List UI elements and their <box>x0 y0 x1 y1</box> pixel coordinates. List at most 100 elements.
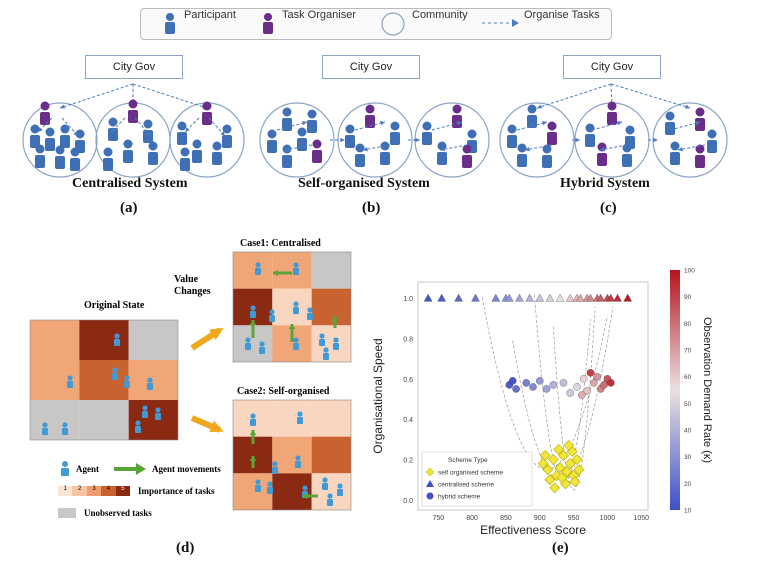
task-cell <box>311 325 351 362</box>
panel-label-d: (d) <box>176 540 195 556</box>
agent-icon <box>155 407 161 420</box>
colorbar-tick-label: 50 <box>684 401 692 408</box>
task-cell <box>30 400 80 440</box>
self-organised-point <box>556 472 568 484</box>
legend-entry: self organised scheme <box>438 470 503 477</box>
participant-icon <box>180 147 190 171</box>
agent-movements-label: Agent movements <box>152 464 221 474</box>
participant-icon <box>212 141 222 165</box>
participant-icon <box>45 127 55 151</box>
centralised-point <box>471 293 480 302</box>
y-tick-label: 0.0 <box>403 498 413 505</box>
agent-icon <box>293 301 299 314</box>
agent-icon <box>255 479 261 492</box>
centralised-point <box>606 293 616 302</box>
unobserved-label: Unobserved tasks <box>84 508 152 518</box>
agent-icon <box>147 377 153 390</box>
x-tick-label: 1050 <box>633 515 649 522</box>
participant-icon <box>355 143 365 167</box>
participant-icon <box>165 13 175 34</box>
self-organised-point <box>549 482 561 494</box>
task-organiser-icon <box>202 101 212 125</box>
centralised-point <box>423 293 433 302</box>
agent-icon <box>250 413 256 426</box>
agent-movement-arrow <box>273 269 292 277</box>
self-organised-point <box>553 444 565 455</box>
agent-movement-arrow <box>249 456 257 468</box>
task-cell <box>311 436 351 474</box>
agent-movement-arrow <box>249 320 257 338</box>
colorbar-tick-label: 30 <box>684 454 692 461</box>
participant-icon <box>123 139 133 163</box>
task-organiser-icon <box>607 101 617 125</box>
participant-icon <box>422 121 432 145</box>
task-cell <box>128 400 178 440</box>
agent-icon <box>322 477 328 490</box>
participant-icon <box>222 124 232 148</box>
case2-label: Case2: Self-organised <box>237 386 330 397</box>
city-gov-box-b: City Gov <box>322 55 420 79</box>
task-cell <box>128 320 178 360</box>
participant-icon <box>390 121 400 145</box>
centralised-point <box>454 293 463 302</box>
agent-icon <box>124 375 130 388</box>
x-tick-label: 750 <box>432 515 444 522</box>
centralised-point <box>586 293 595 302</box>
agent-icon <box>293 337 299 350</box>
centralised-point <box>437 293 446 302</box>
agent-icon <box>319 333 325 346</box>
task-cell <box>272 252 312 289</box>
colorbar-tick-label: 70 <box>684 348 692 355</box>
participant-icon <box>345 124 355 148</box>
participant-icon <box>192 139 202 163</box>
agent-icon <box>269 309 275 322</box>
centralised-point <box>515 293 524 302</box>
colorbar-tick-label: 90 <box>684 294 692 301</box>
agent-icon <box>245 337 251 350</box>
importance-scale: 1 2 3 4 5 <box>58 486 131 496</box>
task-cell <box>233 473 273 510</box>
agent-icon <box>62 422 68 435</box>
task-cell <box>311 252 351 289</box>
participant-icon <box>60 124 70 148</box>
legend-community: Community <box>412 9 468 21</box>
task-cell <box>79 360 129 400</box>
y-tick-label: 0.6 <box>403 377 413 384</box>
agent-icon <box>297 411 303 424</box>
hybrid-point <box>508 377 517 385</box>
city-gov-box-c: City Gov <box>563 55 661 79</box>
case2-grid <box>232 399 352 511</box>
x-tick-label: 950 <box>568 515 580 522</box>
x-axis-label: Effectiveness Score <box>480 523 586 535</box>
x-tick-label: 1000 <box>600 515 616 522</box>
participant-icon <box>70 147 80 171</box>
scale-2: 2 <box>72 486 87 496</box>
agent-icon <box>250 305 256 318</box>
agent-icon <box>135 420 141 433</box>
agent-icon <box>307 307 313 320</box>
participant-icon <box>143 119 153 143</box>
colorbar-tick-label: 10 <box>684 508 692 515</box>
panel-label-e: (e) <box>552 540 569 556</box>
participant-icon <box>437 141 447 165</box>
task-organiser-icon <box>462 144 472 168</box>
task-organiser-icon <box>312 139 322 163</box>
agent-icon <box>142 405 148 418</box>
participant-icon <box>177 121 187 145</box>
task-organiser-icon <box>40 101 50 125</box>
y-tick-label: 0.4 <box>403 417 413 424</box>
task-cell <box>30 360 80 400</box>
hybrid-point <box>583 387 591 395</box>
trend-curve <box>552 306 596 491</box>
colorbar <box>670 270 680 510</box>
legend-task-organiser: Task Organiser <box>282 9 356 21</box>
hybrid-point <box>529 383 537 391</box>
hybrid-system-title: Hybrid System <box>560 176 650 191</box>
agent-icon <box>327 493 333 506</box>
participant-icon <box>148 141 158 165</box>
centralised-point <box>525 293 534 302</box>
task-cell <box>311 288 351 326</box>
task-cell <box>79 400 129 440</box>
participant-icon <box>103 147 113 171</box>
